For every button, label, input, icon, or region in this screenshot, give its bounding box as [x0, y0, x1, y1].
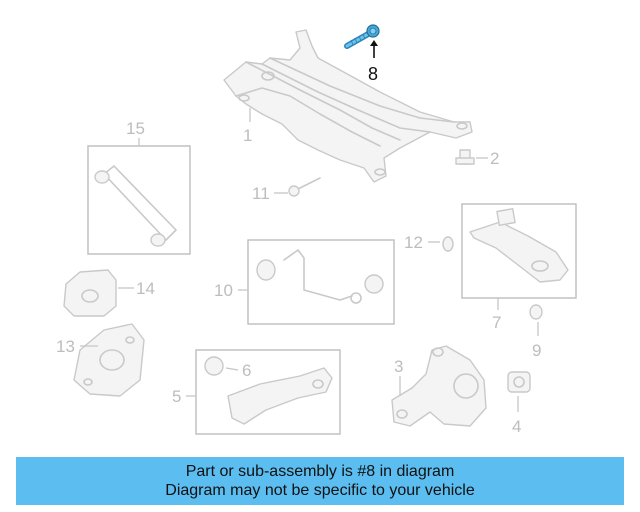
part-10-box [247, 239, 395, 325]
part-7-box [461, 203, 577, 299]
callout-2[interactable]: 2 [490, 149, 499, 168]
washer-part-9[interactable] [529, 304, 543, 320]
callout-14[interactable]: 14 [136, 279, 155, 298]
control-arm-part-7[interactable] [469, 208, 569, 283]
bolt-part-11[interactable] [288, 177, 321, 197]
banner-line-1: Part or sub-assembly is #8 in diagram [185, 463, 455, 480]
callout-8[interactable]: 8 [368, 64, 378, 84]
bolt-part-2[interactable] [455, 149, 475, 165]
link-arm-part-15[interactable] [94, 165, 177, 247]
callout-8-arrow [370, 40, 378, 58]
callout-1[interactable]: 1 [243, 126, 252, 145]
callout-6[interactable]: 6 [242, 361, 251, 380]
callout-9[interactable]: 9 [532, 341, 541, 360]
part-5-box [195, 349, 341, 435]
bracket-part-13[interactable] [73, 323, 145, 397]
callout-3[interactable]: 3 [394, 357, 403, 376]
subframe-part-1[interactable] [223, 29, 473, 183]
callout-12[interactable]: 12 [404, 233, 423, 252]
washer-part-12[interactable] [442, 236, 454, 252]
leader-6 [225, 367, 239, 371]
banner-line-2: Diagram may not be specific to your vehi… [165, 482, 475, 499]
bolt-part-8[interactable] [344, 24, 380, 49]
trailing-arm-part-5[interactable] [204, 356, 333, 425]
callout-10[interactable]: 10 [214, 281, 233, 300]
bushing-part-14[interactable] [63, 269, 117, 317]
callout-13[interactable]: 13 [56, 337, 75, 356]
part-15-box [87, 145, 191, 255]
info-banner: Part or sub-assembly is #8 in diagram Di… [16, 457, 624, 505]
callout-5[interactable]: 5 [172, 387, 181, 406]
callout-15[interactable]: 15 [126, 119, 145, 138]
upper-arm-part-10[interactable] [256, 249, 384, 304]
callout-4[interactable]: 4 [512, 417, 521, 436]
bushing-part-4[interactable] [507, 371, 531, 393]
knuckle-part-3[interactable] [391, 345, 487, 427]
callout-11[interactable]: 11 [252, 184, 270, 203]
callout-7[interactable]: 7 [492, 313, 501, 332]
